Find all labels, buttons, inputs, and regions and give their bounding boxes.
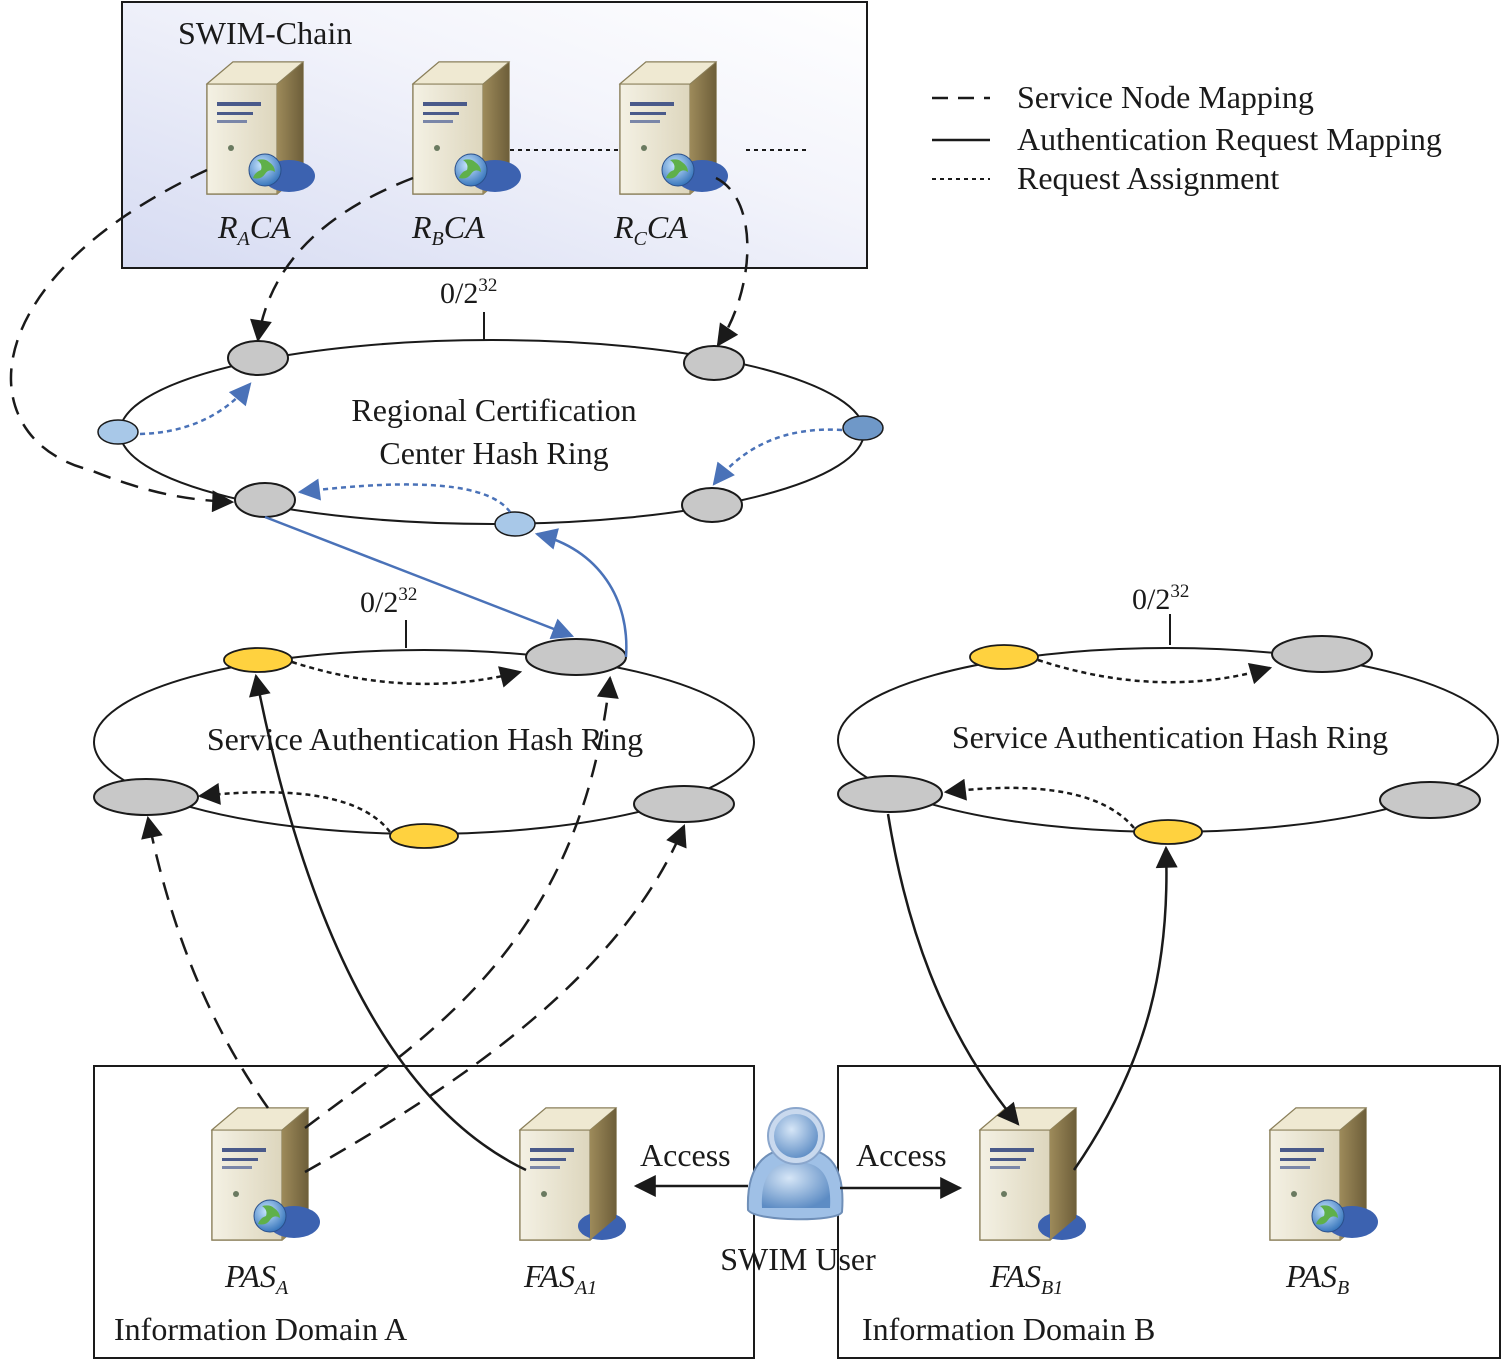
regional-node-rc — [683, 345, 745, 381]
mapping-pas-a-to-top-node — [304, 675, 619, 1129]
service-ring-b-label: Service Authentication Hash Ring — [952, 719, 1388, 755]
regional-ring-label-line1: Regional Certification — [351, 392, 636, 428]
node-rb-label: RBCA — [411, 209, 485, 250]
mapping-ra-to-ring — [9, 168, 235, 513]
swim-chain-title: SWIM-Chain — [178, 15, 352, 51]
regional-virtual-node-bottom — [494, 511, 536, 537]
service-b-virtual-node-bottom — [1133, 819, 1203, 845]
service-ring-a-zero-label: 0/232 — [360, 584, 417, 619]
server-fas-a1-icon — [519, 1107, 627, 1241]
service-a-assign-bottom — [197, 782, 391, 833]
server-fas-b1-icon — [979, 1107, 1087, 1241]
regional-ring-zero-label: 0/232 — [440, 275, 497, 310]
service-b-node-left — [837, 775, 943, 813]
server-ra-icon — [206, 61, 316, 195]
mapping-pas-a-to-left-node — [141, 815, 270, 1109]
server-rc-icon — [619, 61, 729, 195]
service-a-to-regional-request — [534, 528, 628, 658]
regional-virtual-node-left — [97, 419, 139, 445]
domain-b-title: Information Domain B — [862, 1311, 1155, 1347]
node-ra-label: RACA — [217, 209, 291, 250]
mapping-rb-to-ring — [250, 176, 414, 343]
fas-a1-label: FASA1 — [523, 1258, 597, 1299]
information-domain-b-box — [837, 1065, 1501, 1359]
fas-b1-label: FASB1 — [989, 1258, 1063, 1299]
regional-virtual-node-right — [842, 415, 884, 441]
legend-label-0: Service Node Mapping — [1017, 79, 1314, 115]
mapping-pas-a-to-right-node — [304, 823, 687, 1174]
domain-a-title: Information Domain A — [114, 1311, 407, 1347]
service-a-virtual-node-top — [223, 647, 293, 673]
service-a-assign-top — [291, 660, 523, 688]
service-b-virtual-node-top — [969, 644, 1039, 670]
request-ring-b-to-fas-b1 — [886, 813, 1020, 1126]
mapping-rc-to-ring — [715, 176, 749, 347]
service-b-node-right — [1379, 781, 1481, 819]
regional-node-ra — [227, 340, 289, 376]
regional-assign-bottom — [297, 478, 512, 513]
service-b-assign-top — [1037, 658, 1273, 685]
service-ring-a-label: Service Authentication Hash Ring — [207, 721, 643, 757]
swim-user-label: SWIM User — [720, 1241, 876, 1277]
request-fas-b1-to-ring-b — [1072, 845, 1178, 1171]
information-domain-a-box — [93, 1065, 755, 1359]
pas-a-label: PASA — [224, 1258, 289, 1299]
service-a-node-top-right — [525, 638, 627, 676]
legend-label-2: Request Assignment — [1017, 160, 1279, 196]
swim-user-icon — [746, 1107, 844, 1221]
access-right-label: Access — [856, 1137, 947, 1173]
legend: Service Node Mapping Authentication Requ… — [932, 79, 1442, 196]
server-pas-b-icon — [1269, 1107, 1379, 1241]
server-pas-a-icon — [211, 1107, 321, 1241]
legend-label-1: Authentication Request Mapping — [1017, 121, 1442, 157]
regional-node-rb — [234, 482, 296, 518]
pas-b-label: PASB — [1285, 1258, 1349, 1299]
service-a-node-left — [93, 778, 199, 816]
service-b-assign-bottom — [943, 778, 1135, 829]
server-rb-icon — [412, 61, 522, 195]
regional-node-4 — [681, 487, 743, 523]
service-ring-b-zero-label: 0/232 — [1132, 581, 1189, 616]
node-rc-label: RCCA — [613, 209, 688, 250]
access-left-label: Access — [640, 1137, 731, 1173]
regional-ring-label-line2: Center Hash Ring — [379, 435, 608, 471]
regional-hash-ring — [119, 339, 865, 525]
service-a-virtual-node-bottom — [389, 823, 459, 849]
request-fas-a1-to-ring — [249, 673, 527, 1172]
regional-assign-left — [139, 382, 252, 436]
regional-assign-right — [712, 428, 843, 486]
service-b-node-top-right — [1271, 635, 1373, 673]
service-a-node-right — [633, 785, 735, 823]
regional-to-service-a-request — [264, 515, 575, 640]
